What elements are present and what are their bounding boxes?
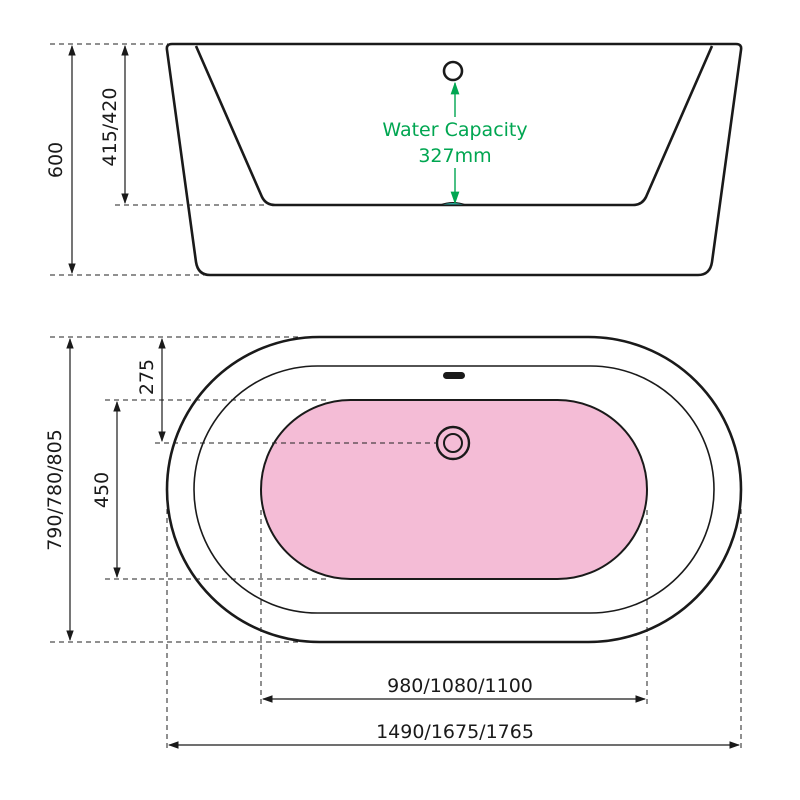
- water-capacity-value: 327mm: [418, 145, 491, 167]
- dim-label-overall-width: 790/780/805: [44, 429, 66, 551]
- water-capacity-label: Water Capacity: [382, 119, 527, 141]
- overflow-hole: [442, 60, 464, 82]
- dim-label-height: 600: [45, 142, 67, 178]
- side-view-outer-shell: [165, 42, 743, 277]
- top-view-outer-rim: [165, 335, 743, 644]
- overflow-slot: [443, 372, 465, 379]
- dim-label-drain-offset: 275: [136, 359, 158, 395]
- top-view-inner-rim: [193, 365, 715, 614]
- top-view: 790/780/805 275 450 980/1080/1100 1490/1…: [44, 335, 743, 752]
- drain-outer: [435, 425, 471, 461]
- side-view: 600 415/420 Water Capacity 327mm: [45, 42, 743, 277]
- water-area: [260, 399, 648, 580]
- dim-label-overall-length: 1490/1675/1765: [376, 721, 534, 743]
- dim-label-depth: 415/420: [99, 88, 121, 167]
- drain-inner: [443, 433, 463, 453]
- dim-label-inner-length: 980/1080/1100: [387, 675, 533, 697]
- side-view-drain: [439, 202, 467, 206]
- dim-label-inner-width: 450: [91, 472, 113, 508]
